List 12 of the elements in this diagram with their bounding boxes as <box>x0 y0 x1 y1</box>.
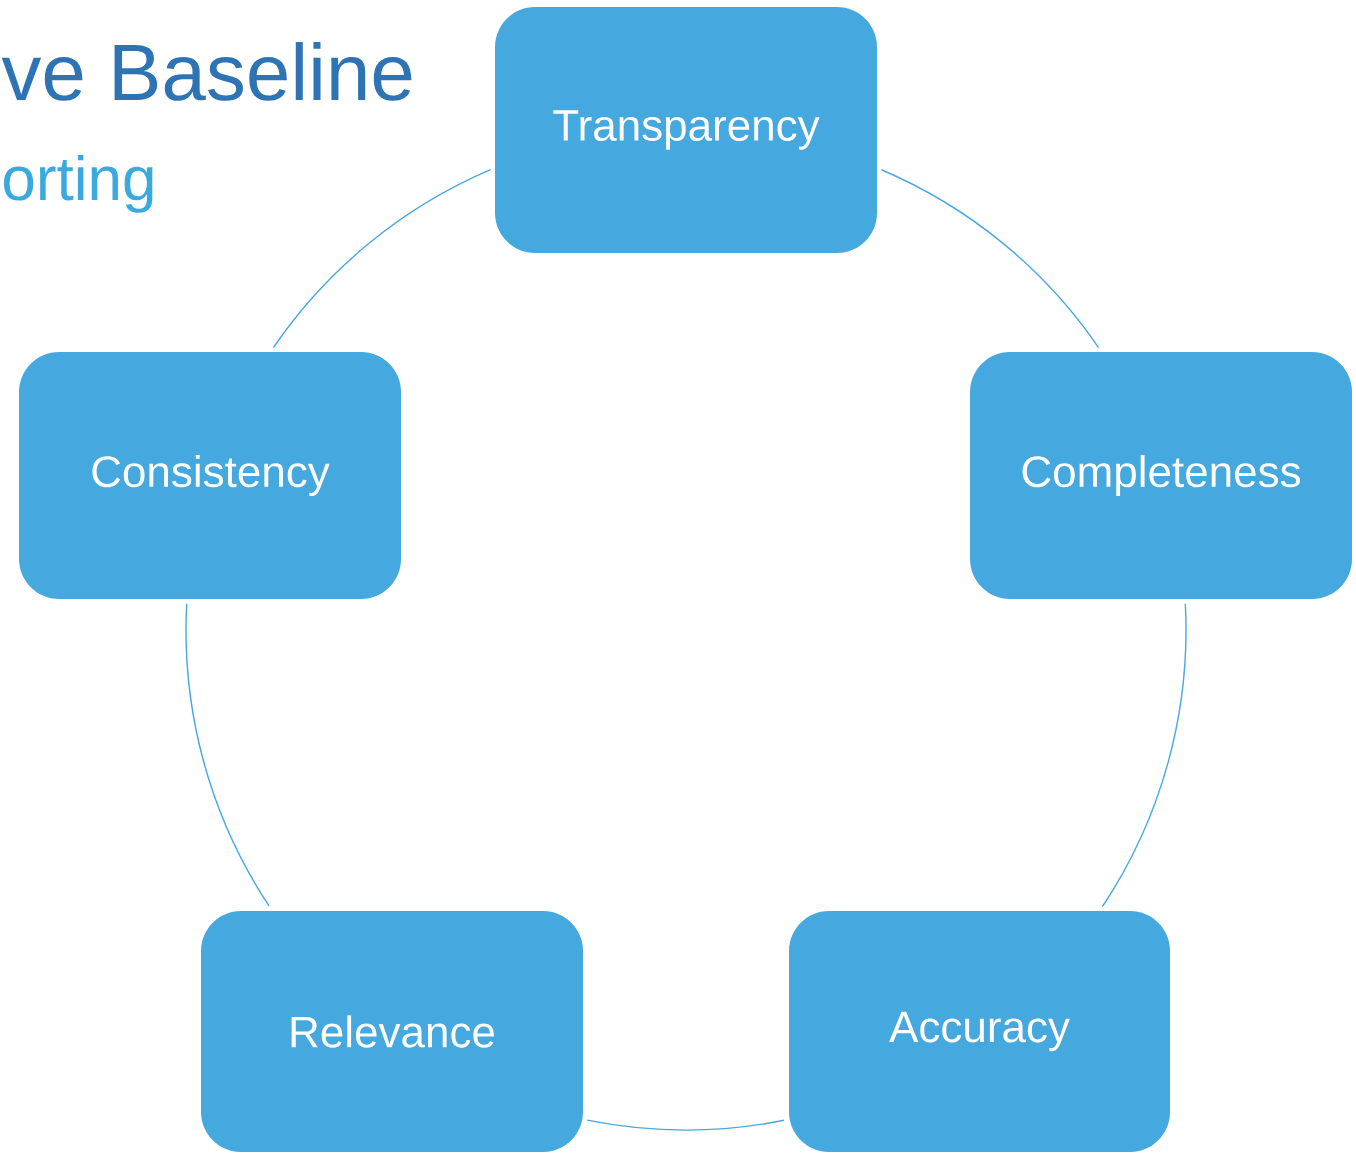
process-box: Transparency <box>495 7 877 253</box>
process-box: Completeness <box>970 352 1352 599</box>
process-box: Relevance <box>201 911 583 1152</box>
connector-arc <box>1101 603 1187 908</box>
process-box: Accuracy <box>789 911 1170 1152</box>
process-box: Consistency <box>19 352 401 599</box>
connector-arc <box>272 169 492 349</box>
heading-text: orting <box>4 155 153 213</box>
heading-text: ve Baseline <box>1 42 412 101</box>
connector-arc <box>185 603 270 907</box>
connector-arc <box>880 169 1100 349</box>
connector-arc <box>586 1119 785 1131</box>
